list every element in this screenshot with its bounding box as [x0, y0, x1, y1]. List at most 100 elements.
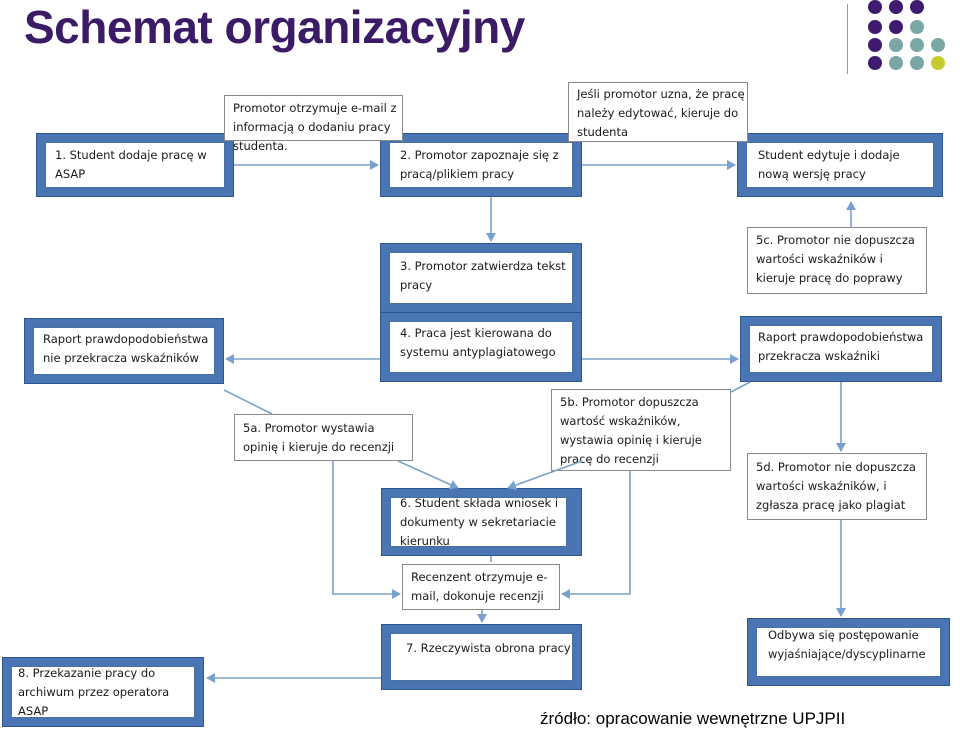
arrow-5b-to-7: [561, 471, 631, 599]
arrow-raport-left-to-5a: [223, 389, 273, 415]
step-3-text: 3. Promotor zatwierdza tekst pracy: [400, 257, 566, 295]
logo-dot: [931, 38, 945, 52]
step-4-box: 4. Praca jest kierowana do systemu antyp…: [380, 312, 582, 382]
text-line: Promotor otrzymuje e-mail z: [233, 101, 397, 115]
text-line: ASAP: [18, 704, 49, 718]
text-line: 6. Student składa wniosek i: [400, 496, 559, 510]
raport-right-box: Raport prawdopodobieństwa przekracza wsk…: [740, 316, 942, 382]
text-line: wartości wskaźników i: [756, 252, 883, 266]
text-line: 2. Promotor zapoznaje się z: [400, 148, 559, 162]
text-line: studenta.: [233, 139, 288, 153]
student-edit-text: Student edytuje i dodaje nową wersję pra…: [758, 146, 900, 184]
logo-dot: [868, 0, 882, 14]
text-line: pracą/plikiem pracy: [400, 167, 515, 181]
step-8-box: 8. Przekazanie pracy do archiwum przez o…: [2, 657, 204, 727]
text-line: opinię i kieruje do recenzji: [243, 440, 395, 454]
logo-dot: [868, 56, 882, 70]
text-line: dokumenty w sekretariacie: [400, 515, 556, 529]
logo-dot: [889, 56, 903, 70]
text-line: 5d. Promotor nie dopuszcza: [756, 460, 916, 474]
text-line: kierunku: [400, 534, 450, 548]
step-7-box: 7. Rzeczywista obrona pracy: [381, 624, 582, 690]
step-3-box: 3. Promotor zatwierdza tekst pracy: [380, 243, 582, 313]
arrow-raport-right-to-5b: [730, 381, 751, 393]
raport-left-text: Raport prawdopodobieństwa nie przekracza…: [43, 330, 208, 368]
logo-dot: [868, 20, 882, 34]
note-5c-text: 5c. Promotor nie dopuszcza wartości wska…: [756, 231, 915, 288]
text-line: zgłasza pracę jako plagiat: [756, 498, 906, 512]
text-line: mail, dokonuje recenzji: [411, 589, 544, 603]
raport-right-text: Raport prawdopodobieństwa przekracza wsk…: [758, 328, 923, 366]
text-line: 3. Promotor zatwierdza tekst: [400, 259, 566, 273]
logo-dot: [931, 56, 945, 70]
text-line: informacją o dodaniu pracy: [233, 120, 391, 134]
text-line: nie przekracza wskaźników: [43, 351, 199, 365]
jesli-note-text: Jeśli promotor uzna, że pracę należy edy…: [577, 85, 745, 142]
step-6-box: 6. Student składa wniosek i dokumenty w …: [381, 488, 582, 556]
page-title: Schemat organizacyjny: [24, 1, 525, 53]
text-line: 5a. Promotor wystawia: [243, 421, 375, 435]
text-line: 1. Student dodaje pracę w: [55, 148, 207, 162]
text-line: archiwum przez operatora: [18, 685, 170, 699]
raport-left-box: Raport prawdopodobieństwa nie przekracza…: [24, 318, 224, 384]
text-line: pracę do recenzji: [560, 452, 659, 466]
jesli-note: Jeśli promotor uzna, że pracę należy edy…: [568, 82, 748, 142]
note-5d: 5d. Promotor nie dopuszcza wartości wska…: [747, 453, 927, 520]
text-line: Raport prawdopodobieństwa: [758, 330, 924, 344]
text-line: ASAP: [55, 167, 86, 181]
arrow-5a-to-6: [397, 460, 459, 490]
text-line: 5b. Promotor dopuszcza: [560, 395, 699, 409]
text-line: wartość wskaźników,: [560, 414, 681, 428]
note-5c: 5c. Promotor nie dopuszcza wartości wska…: [747, 227, 927, 294]
recenzent-note-text: Recenzent otrzymuje e- mail, dokonuje re…: [411, 568, 548, 606]
arrow-5b-to-6: [507, 460, 583, 490]
text-line: Odbywa się postępowanie: [768, 628, 919, 642]
text-line: należy edytować, kieruje do: [577, 106, 739, 120]
text-line: wystawia opinię i kieruje: [560, 433, 702, 447]
logo-dot: [910, 38, 924, 52]
step-8-text: 8. Przekazanie pracy do archiwum przez o…: [18, 664, 169, 721]
text-line: Raport prawdopodobieństwa: [43, 332, 209, 346]
arrow-5a-to-7: [332, 461, 401, 599]
text-line: 8. Przekazanie pracy do: [18, 666, 156, 680]
text-line: 4. Praca jest kierowana do: [400, 326, 552, 340]
step-2-text: 2. Promotor zapoznaje się z pracą/plikie…: [400, 146, 559, 184]
note-5b-text: 5b. Promotor dopuszcza wartość wskaźnikó…: [560, 393, 702, 469]
note-5b: 5b. Promotor dopuszcza wartość wskaźnikó…: [551, 389, 731, 471]
logo-dot: [910, 20, 924, 34]
email-note: Promotor otrzymuje e-mail z informacją o…: [224, 95, 403, 153]
logo-dot: [889, 20, 903, 34]
text-line: nową wersję pracy: [758, 167, 866, 181]
text-line: Jeśli promotor uzna, że pracę: [577, 87, 745, 101]
text-line: przekracza wskaźniki: [758, 349, 880, 363]
step-7-text: 7. Rzeczywista obrona pracy: [406, 639, 571, 658]
text-line: systemu antyplagiatowego: [400, 345, 556, 359]
step-4-text: 4. Praca jest kierowana do systemu antyp…: [400, 324, 556, 362]
source-caption: źródło: opracowanie wewnętrzne UPJPII: [540, 709, 846, 728]
dot-grid-logo-icon: [868, 0, 960, 74]
text-line: pracy: [400, 278, 433, 292]
logo-dot: [910, 0, 924, 14]
text-line: wartości wskaźników, i: [756, 479, 887, 493]
text-line: Recenzent otrzymuje e-: [411, 570, 548, 584]
note-5a-text: 5a. Promotor wystawia opinię i kieruje d…: [243, 419, 394, 457]
odbywa-box: Odbywa się postępowanie wyjaśniające/dys…: [747, 618, 950, 686]
text-line: Student edytuje i dodaje: [758, 148, 900, 162]
odbywa-text: Odbywa się postępowanie wyjaśniające/dys…: [768, 626, 926, 664]
step-1-box: 1. Student dodaje pracę w ASAP: [36, 133, 234, 197]
text-line: studenta: [577, 125, 629, 139]
step-2-box: 2. Promotor zapoznaje się z pracą/plikie…: [380, 133, 582, 197]
step-6-text: 6. Student składa wniosek i dokumenty w …: [400, 494, 558, 551]
logo-dot: [889, 0, 903, 14]
text-line: 7. Rzeczywista obrona pracy: [406, 641, 571, 655]
logo-dot: [910, 56, 924, 70]
email-note-text: Promotor otrzymuje e-mail z informacją o…: [233, 99, 397, 156]
text-line: wyjaśniające/dyscyplinarne: [768, 647, 926, 661]
note-5a: 5a. Promotor wystawia opinię i kieruje d…: [234, 414, 413, 461]
student-edit-box: Student edytuje i dodaje nową wersję pra…: [737, 133, 943, 197]
logo-dot: [889, 38, 903, 52]
logo-dot: [868, 38, 882, 52]
text-line: kieruje pracę do poprawy: [756, 271, 903, 285]
note-5d-text: 5d. Promotor nie dopuszcza wartości wska…: [756, 458, 916, 515]
